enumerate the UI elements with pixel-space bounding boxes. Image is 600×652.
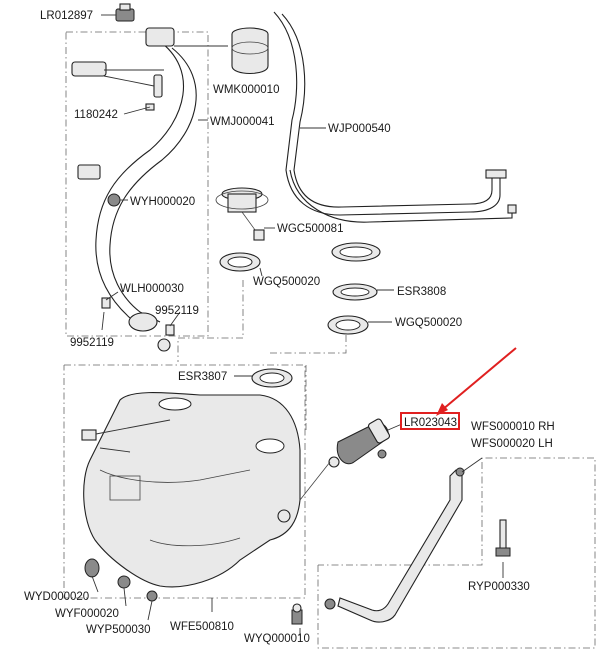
label-wyh000020: WYH000020 [130,196,195,208]
highlight-box-lr023043 [400,412,460,430]
label-wyf000020: WYF000020 [55,608,119,620]
lock-ring-esr3808-part [332,283,378,301]
label-esr3808: ESR3808 [397,286,446,298]
label-ryp000330: RYP000330 [468,581,530,593]
bolt-ryp000330-part [495,519,511,557]
label-wjp000540: WJP000540 [328,123,391,135]
clip-wyf000020-part [117,575,131,589]
filler-group-box [65,31,209,337]
sender-unit-part [215,187,269,241]
tank-group-box [63,364,306,599]
label-lr023043: LR023043 [404,417,457,429]
filler-neck-part [71,27,197,352]
label-wyd000020: WYD000020 [24,591,89,603]
fuel-tank-part [81,392,301,588]
strap-group-box [317,457,596,649]
label-wlh000030: WLH000030 [120,283,184,295]
fuel-cap-part [101,3,135,22]
highlight-arrow [436,347,517,416]
label-wfs000010: WFS000010 RH [471,421,555,433]
label-9952119-right: 9952119 [155,305,199,317]
label-wgq500020-upper: WGQ500020 [253,276,320,288]
ring-cap-part [331,242,381,262]
fuel-pump-part [299,418,391,501]
label-wmj000041: WMJ000041 [210,116,275,128]
tank-strap-part [324,467,465,623]
lock-ring-esr3807-part [251,368,293,388]
clip-wyp500030-part [146,590,158,602]
label-1180242: 1180242 [74,109,118,121]
label-wfe500810: WFE500810 [170,621,234,633]
label-9952119-left: 9952119 [70,337,114,349]
fuel-lines-part [273,11,517,223]
label-esr3807: ESR3807 [178,371,227,383]
label-lr012897: LR012897 [40,10,93,22]
bolt-wyq000010-part [291,603,303,625]
label-wgq500020-lower: WGQ500020 [395,317,462,329]
label-wyp500030: WYP500030 [86,624,151,636]
seal-ring-upper-part [219,252,261,272]
seal-wmk000010-part [231,27,269,75]
label-wmk000010: WMK000010 [213,84,279,96]
label-wyq000010: WYQ000010 [244,633,310,645]
bolt-wyd000020-part [84,558,100,578]
label-wgc500081: WGC500081 [277,223,343,235]
label-wfs000020: WFS000020 LH [471,438,553,450]
seal-ring-lower-part [327,315,369,335]
